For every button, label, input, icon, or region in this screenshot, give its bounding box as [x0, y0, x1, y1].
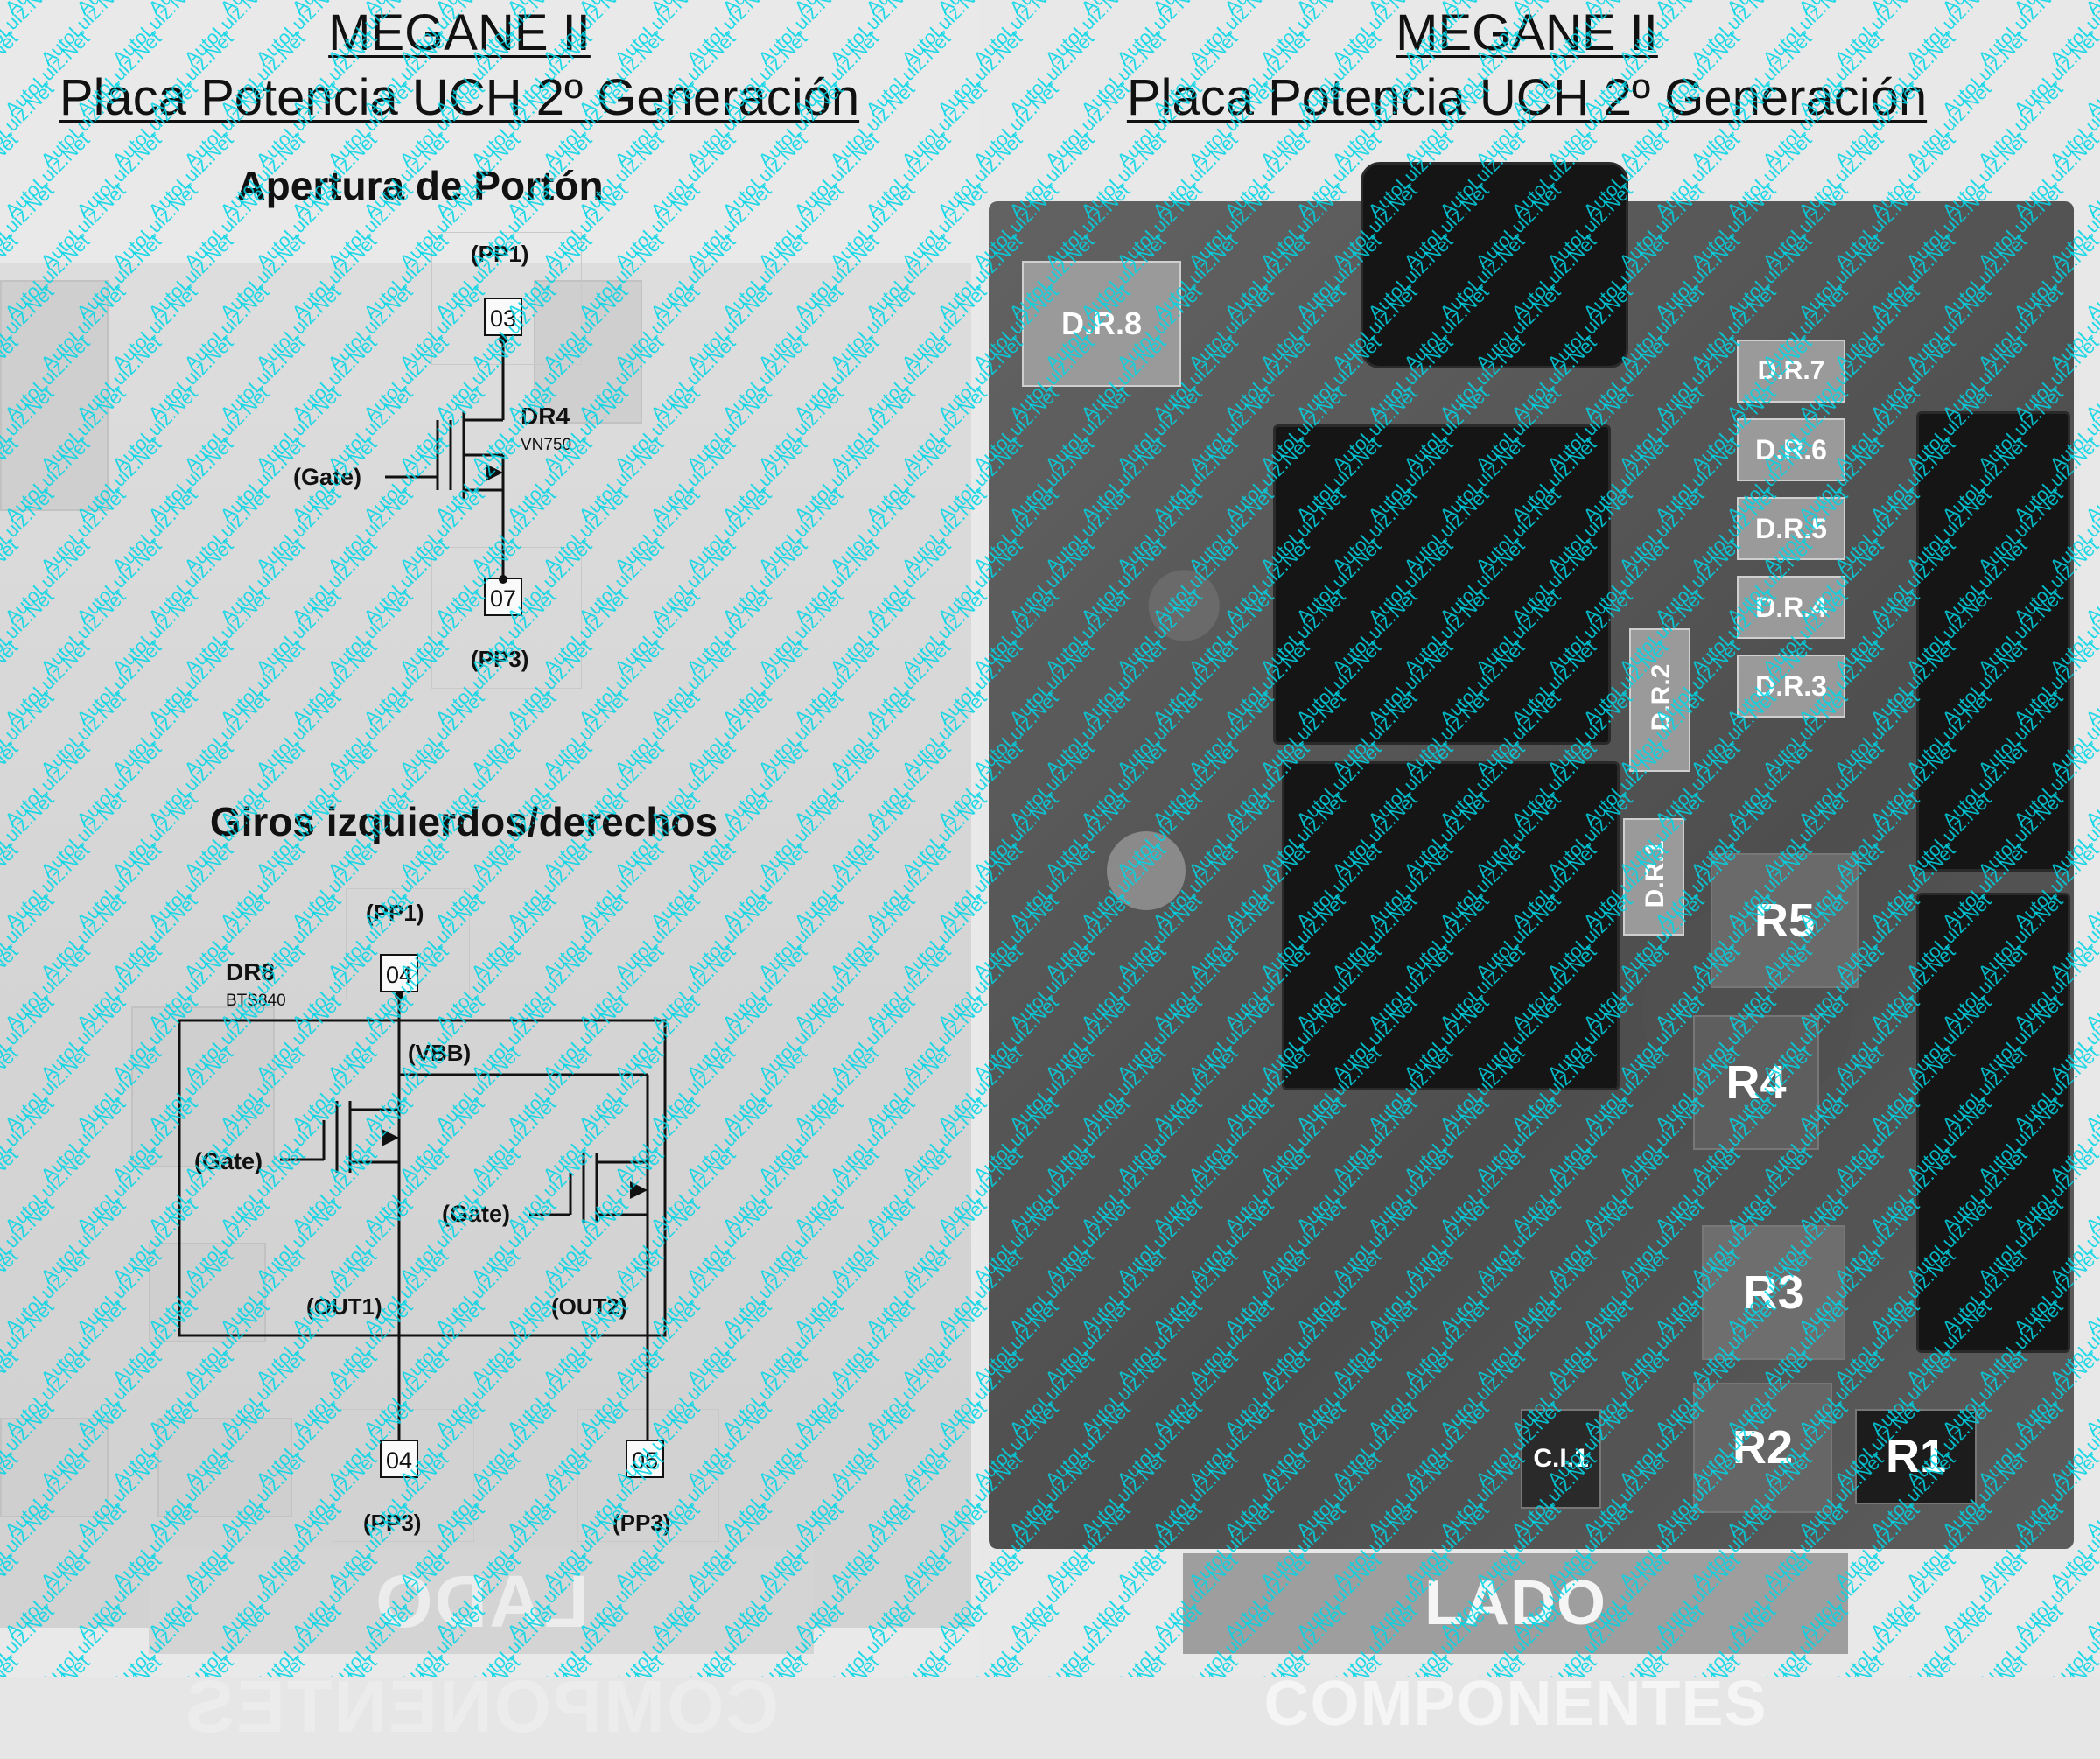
label-dr3: D.R.3: [1755, 670, 1827, 702]
label-dr4: D.R.4: [1755, 592, 1827, 623]
ghost-block: [534, 280, 642, 424]
large-ic-1: [1273, 424, 1611, 745]
gate-label-2: (Gate): [442, 1201, 511, 1227]
label-dr1: D.R.1: [1641, 840, 1670, 908]
junction-dot: [395, 991, 403, 999]
pin-label-pp1: (PP1): [366, 900, 424, 926]
page-title: MEGANE II: [328, 4, 591, 61]
pin-area: [346, 888, 470, 999]
right-page-subtitle: Placa Potencia UCH 2º Generación: [1126, 69, 1928, 126]
section-title-porton: Apertura de Portón: [236, 163, 604, 208]
pin-04-bottom: 04: [380, 1440, 418, 1478]
pin-07: 07: [484, 578, 522, 616]
component-dr6: D.R.6: [1737, 418, 1845, 481]
relay-r3: R3: [1702, 1225, 1845, 1360]
component-dr1: D.R.1: [1623, 818, 1684, 936]
relay-r2: R2: [1693, 1383, 1832, 1513]
pin-area: [332, 1409, 474, 1542]
vbb-label: (VBB): [408, 1040, 472, 1066]
ghost-block: [131, 1006, 275, 1167]
relay-r4: R4: [1693, 1015, 1819, 1150]
relay-r5: R5: [1711, 853, 1858, 988]
chip-name-dr4: DR4: [521, 403, 570, 430]
page-subtitle: Placa Potencia UCH 2º Generación: [59, 69, 860, 126]
chip-name-dr8: DR8: [226, 958, 276, 985]
diode-arrow: [382, 1129, 399, 1146]
component-dr5: D.R.5: [1737, 497, 1845, 560]
pin-label-pp3-2: (PP3): [612, 1510, 671, 1536]
ghost-block: [158, 1418, 292, 1517]
out1-label: (OUT1): [306, 1293, 382, 1320]
right-connector-upper: [1916, 411, 2070, 872]
pin-label-pp3: (PP3): [471, 646, 529, 672]
label-r1: R1: [1885, 1430, 1947, 1482]
pin-05: 05: [626, 1440, 664, 1478]
component-ci1: C.I.1: [1521, 1409, 1601, 1509]
large-ic-2: [1282, 761, 1620, 1090]
dr8-package: [178, 1019, 667, 1337]
relay-r1: R1: [1855, 1409, 1977, 1504]
diode-arrow: [486, 464, 503, 481]
label-dr8: D.R.8: [1060, 305, 1143, 341]
junction-dot: [499, 575, 508, 584]
ghost-block: [149, 1243, 266, 1342]
chip-model-vn750: VN750: [521, 436, 572, 454]
right-connector-lower: [1916, 893, 2070, 1353]
right-page-title: MEGANE II: [1396, 4, 1658, 61]
gate-label: (Gate): [293, 464, 362, 490]
left-panel: LADO COMPONENTES MEGANE II Placa Potenci…: [0, 0, 980, 1748]
ghost-block: [0, 280, 108, 511]
schematic-wiring: [178, 335, 667, 1440]
junction-dot: [499, 335, 508, 344]
component-dr2: D.R.2: [1629, 628, 1690, 772]
component-dr8: D.R.8: [1022, 261, 1181, 387]
diode-arrow: [630, 1181, 648, 1199]
component-dr3: D.R.3: [1737, 655, 1845, 718]
mounting-hole: [1107, 831, 1186, 910]
component-dr4: D.R.4: [1737, 576, 1845, 639]
label-dr2: D.R.2: [1647, 663, 1676, 732]
label-dr6: D.R.6: [1755, 434, 1827, 466]
label-r3: R3: [1743, 1266, 1804, 1319]
chip-model-bts840: BTS840: [226, 992, 286, 1010]
out2-label: (OUT2): [551, 1293, 627, 1320]
label-dr5: D.R.5: [1755, 513, 1827, 544]
pin-area: [431, 232, 582, 365]
section-title-giros: Giros izquierdos/derechos: [209, 799, 718, 844]
pin-label-pp3-1: (PP3): [363, 1510, 422, 1536]
label-ci1: C.I.1: [1533, 1444, 1589, 1473]
label-r4: R4: [1726, 1056, 1787, 1109]
label-r2: R2: [1732, 1421, 1794, 1474]
ghost-block: [0, 1418, 108, 1517]
pin-area: [431, 547, 582, 689]
gate-label-1: (Gate): [194, 1148, 263, 1174]
label-dr7: D.R.7: [1757, 356, 1825, 385]
pin-label-pp1: (PP1): [471, 241, 529, 267]
label-r5: R5: [1754, 894, 1816, 947]
footer-banner: LADO COMPONENTES: [1183, 1553, 1848, 1739]
top-connector: [1361, 162, 1628, 368]
component-dr7: D.R.7: [1737, 340, 1845, 403]
